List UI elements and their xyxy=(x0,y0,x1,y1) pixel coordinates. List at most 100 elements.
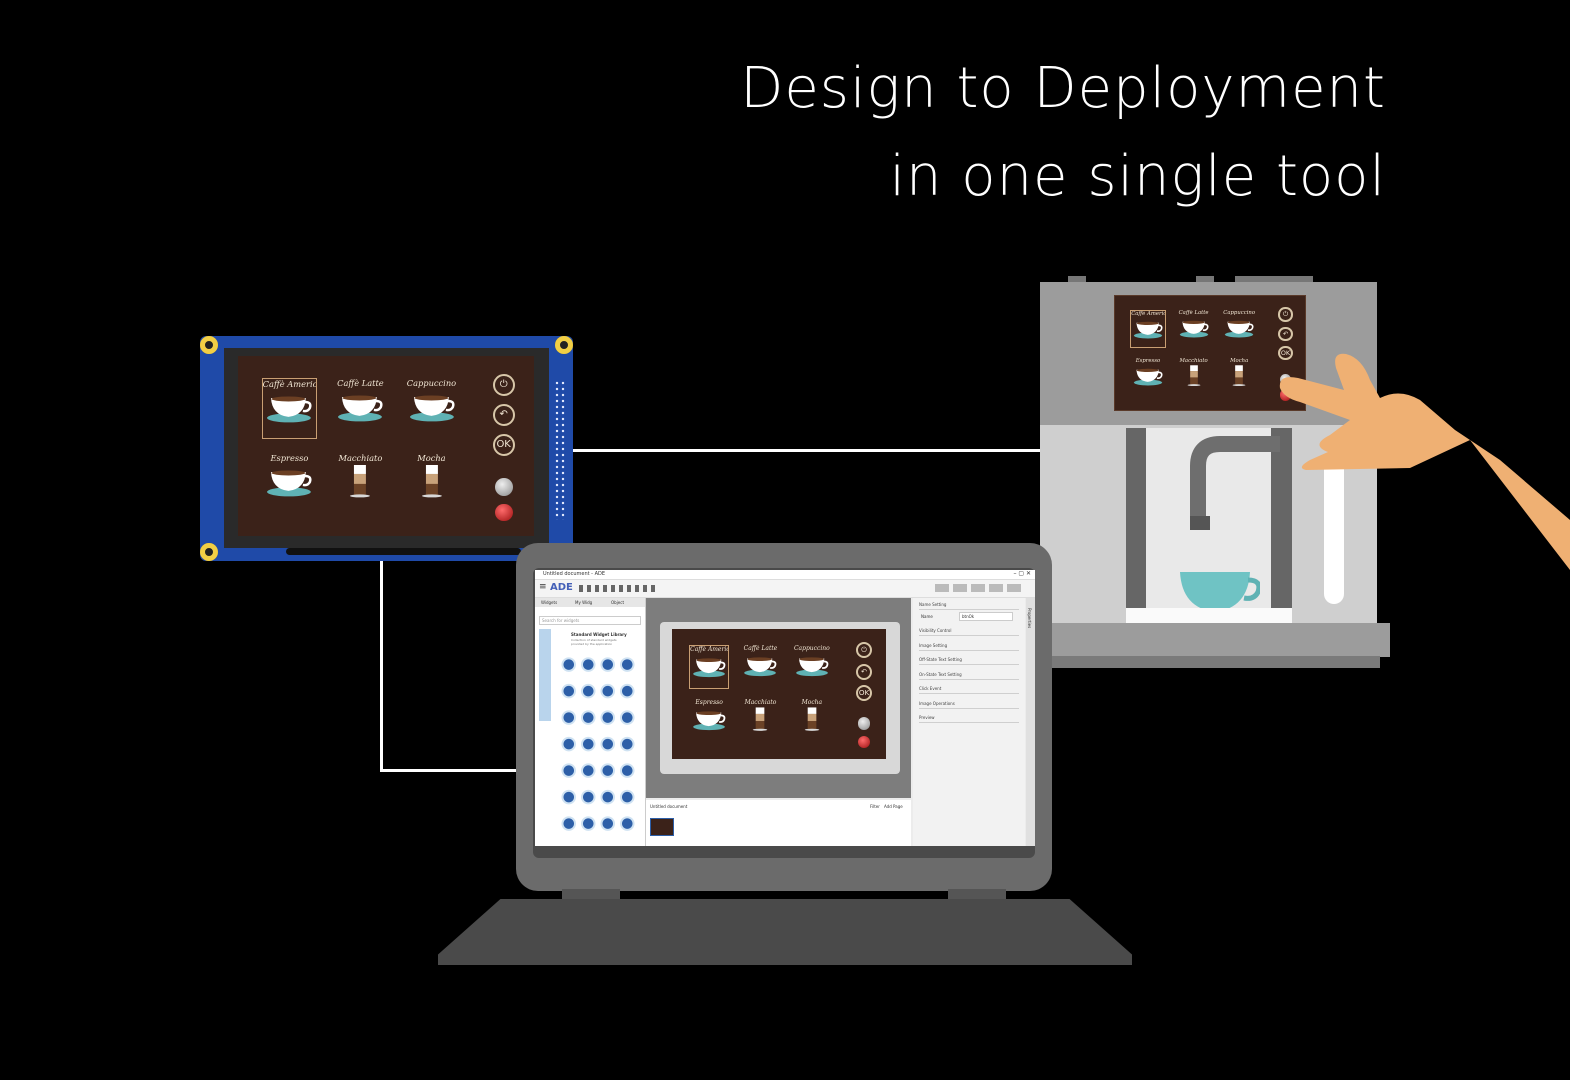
drink-tile[interactable]: Caffè Latte xyxy=(740,645,780,689)
page-thumbnail[interactable] xyxy=(650,818,674,836)
wire-board-down xyxy=(380,548,383,772)
prop-section-visibility[interactable]: Visibility Control xyxy=(919,628,1019,636)
machine-top-knob xyxy=(1196,276,1214,284)
laptop-hinge-right xyxy=(948,889,1006,899)
drink-label: Caffè Americano xyxy=(1131,310,1165,317)
drink-tile[interactable]: Cappuccino xyxy=(792,645,832,689)
coffee-cup-icon xyxy=(1225,320,1254,338)
prop-section-click-event[interactable]: Click Event xyxy=(919,686,1019,694)
drink-tile[interactable]: Macchiato xyxy=(1176,358,1212,397)
back-icon[interactable]: ↶ xyxy=(492,403,515,427)
coffee-cup-icon xyxy=(267,470,312,497)
glass-drink-icon xyxy=(421,465,442,498)
machine-lcd-screen: Caffè Americano Caffè LatteCappuccinoEspr… xyxy=(1114,295,1306,411)
coffee-cup-icon xyxy=(693,711,726,731)
headline-line-2: in one single tool xyxy=(889,144,1386,209)
prop-section-name[interactable]: Name Setting xyxy=(919,602,1019,610)
name-label: Name xyxy=(921,614,933,619)
drink-tile[interactable]: Caffè Latte xyxy=(1176,310,1212,349)
prop-section-image-ops[interactable]: Image Operations xyxy=(919,701,1019,709)
widget-panel: Widgets My Widg Object Search for widget… xyxy=(535,598,646,846)
panel-tabs xyxy=(535,598,645,607)
power-icon[interactable]: ⏻ xyxy=(1278,307,1293,322)
drink-label: Caffè Latte xyxy=(337,377,384,388)
prop-section-image[interactable]: Image Setting xyxy=(919,643,1019,651)
drink-label: Espresso xyxy=(1135,357,1161,364)
laptop-keyboard-deck xyxy=(438,899,1132,965)
drink-label: Espresso xyxy=(270,453,309,464)
ok-button[interactable]: OK xyxy=(856,685,873,702)
filter-label[interactable]: Filter xyxy=(870,804,880,809)
pages-title: Untitled document xyxy=(650,804,688,809)
laptop-hinge-left xyxy=(562,889,620,899)
spout-icon xyxy=(1190,436,1280,530)
drink-tile[interactable]: Caffè Americano xyxy=(1130,309,1166,349)
tab-my-widgets[interactable]: My Widg xyxy=(575,600,593,605)
prop-section-on-text[interactable]: On-State Text Setting xyxy=(919,672,1019,680)
stop-button[interactable] xyxy=(494,503,513,522)
properties-tab[interactable]: Properties xyxy=(1026,598,1035,846)
mounting-hole-top-left xyxy=(200,336,218,354)
add-page-button[interactable]: Add Page xyxy=(884,804,903,809)
drink-tile[interactable]: Mocha xyxy=(1221,358,1257,397)
machine-top-knob xyxy=(1068,276,1086,284)
search-input[interactable]: Search for widgets xyxy=(539,616,641,625)
drink-tile[interactable]: Espresso xyxy=(262,453,317,514)
drink-label: Caffè Latte xyxy=(743,644,778,652)
board-lcd-screen: Caffè Americano Caffè Latte CappuccinoEspr… xyxy=(238,356,534,536)
drink-label: Cappuccino xyxy=(406,377,457,388)
drink-tile[interactable]: Cappuccino xyxy=(404,378,459,439)
app-logo: ADE xyxy=(550,582,573,593)
brightness-knob[interactable] xyxy=(494,478,513,497)
toolbar-icons[interactable] xyxy=(579,585,659,592)
ribbon-connector xyxy=(286,548,521,555)
tab-widgets[interactable]: Widgets xyxy=(541,600,558,605)
library-description: Collection of standard widgets provided … xyxy=(571,638,617,646)
drink-tile[interactable]: Caffè Americano xyxy=(689,644,730,689)
coffee-cup-icon xyxy=(1133,321,1163,339)
window-controls[interactable]: – ▢ ✕ xyxy=(1013,570,1031,577)
editor-title-bar: Untitled document - ADE – ▢ ✕ xyxy=(535,570,1035,580)
coffee-cup-icon xyxy=(1133,368,1163,385)
canvas-lcd-screen[interactable]: Caffè Americano Caffè Latte CappuccinoEspr… xyxy=(672,629,886,759)
power-icon[interactable]: ⏻ xyxy=(492,374,515,397)
editor-title: Untitled document - ADE xyxy=(543,571,606,577)
drink-label: Macchiato xyxy=(1179,357,1208,364)
stop-button[interactable] xyxy=(857,735,871,749)
glass-drink-icon xyxy=(350,465,371,498)
name-input[interactable]: btnOk xyxy=(959,612,1013,621)
coffee-cup-icon xyxy=(338,395,384,422)
drink-tile[interactable]: Espresso xyxy=(689,699,729,743)
menu-icon[interactable]: ≡ xyxy=(539,582,547,592)
coffee-cup-icon xyxy=(693,658,726,677)
drink-tile[interactable]: Mocha xyxy=(792,699,832,743)
coffee-cup-icon xyxy=(267,396,312,423)
back-icon[interactable]: ↶ xyxy=(856,663,873,680)
drink-tile[interactable]: Espresso xyxy=(1130,358,1166,397)
drink-tile[interactable]: Macchiato xyxy=(740,699,780,743)
prop-section-preview[interactable]: Preview xyxy=(919,715,1019,723)
drink-tile[interactable]: Mocha xyxy=(404,453,459,514)
ok-button[interactable]: OK xyxy=(1278,345,1293,361)
brightness-knob[interactable] xyxy=(857,717,871,731)
widget-icons-grid[interactable] xyxy=(559,654,639,842)
drink-tile[interactable]: Macchiato xyxy=(333,453,388,514)
drink-label: Mocha xyxy=(417,453,446,464)
dev-board: Caffè Americano Caffè Latte CappuccinoEspr… xyxy=(200,336,573,561)
zoom-controls[interactable] xyxy=(935,584,1023,592)
editor-toolbar: ≡ ADE xyxy=(535,580,1035,598)
category-rail[interactable] xyxy=(539,629,551,721)
tab-objects[interactable]: Object xyxy=(611,600,625,605)
ok-button[interactable]: OK xyxy=(492,433,515,457)
machine-top-bar xyxy=(1235,276,1313,284)
drink-tile[interactable]: Caffè Latte xyxy=(333,378,388,439)
headline-line-1: Design to Deployment xyxy=(740,56,1386,121)
drink-label: Macchiato xyxy=(744,699,777,707)
prop-section-off-text[interactable]: Off-State Text Setting xyxy=(919,657,1019,665)
power-icon[interactable]: ⏻ xyxy=(856,642,873,659)
drink-tile[interactable]: Cappuccino xyxy=(1221,310,1257,349)
machine-base-shadow xyxy=(1050,656,1380,668)
drink-tile[interactable]: Caffè Americano xyxy=(261,377,318,439)
machine-left-rail xyxy=(1126,428,1146,624)
back-icon[interactable]: ↶ xyxy=(1278,326,1293,341)
